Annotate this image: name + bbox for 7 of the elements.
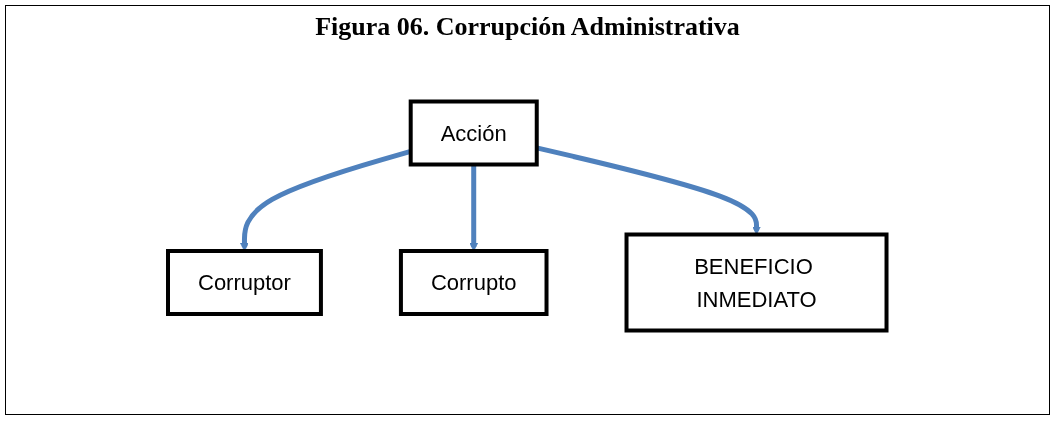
arrow <box>469 164 479 252</box>
node-box: Acción <box>408 99 539 167</box>
node-box: BENEFICIO INMEDIATO <box>624 232 889 333</box>
node-box: Corrupto <box>399 249 549 316</box>
node-box: Corruptor <box>166 249 324 316</box>
figure-title: Figura 06. Corrupción Administrativa <box>314 12 741 42</box>
arrow <box>240 148 412 252</box>
